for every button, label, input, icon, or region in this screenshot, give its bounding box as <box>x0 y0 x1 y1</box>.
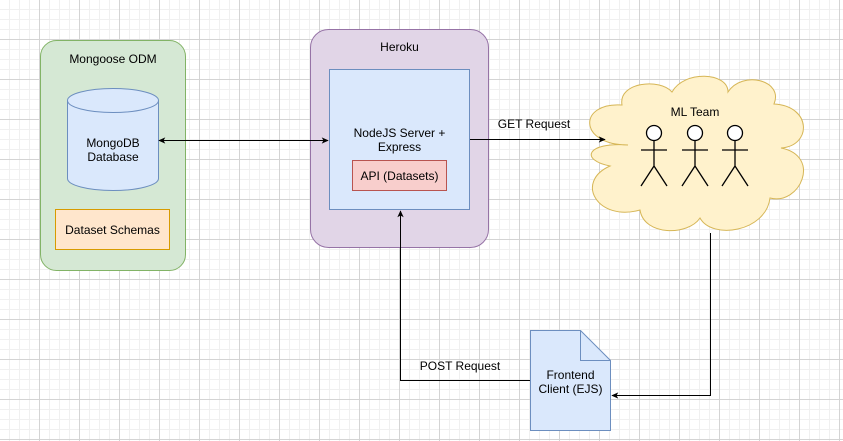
post-request-arrow[interactable] <box>397 210 531 381</box>
mlteam-frontend-arrow[interactable] <box>611 233 711 399</box>
ml-team-cloud[interactable] <box>589 75 804 231</box>
api-datasets-box[interactable] <box>352 160 447 191</box>
person-icon <box>721 124 749 187</box>
mongodb-database-cylinder[interactable] <box>67 88 159 191</box>
dataset-schemas-box[interactable] <box>55 209 170 250</box>
frontend-client-note[interactable] <box>530 330 611 431</box>
note-fold <box>580 330 611 361</box>
person-icon <box>640 124 668 187</box>
person-icon <box>681 124 709 187</box>
